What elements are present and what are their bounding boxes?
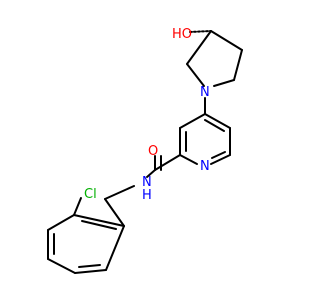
atom-label-amide-h: H bbox=[142, 188, 152, 203]
molecule-structure: HO N O N N H Cl bbox=[47, 27, 243, 274]
bond bbox=[210, 30, 243, 51]
atom-label-carbonyl-o: O bbox=[148, 144, 158, 159]
bond bbox=[213, 79, 235, 87]
bond bbox=[154, 154, 181, 171]
atom-label-hydroxyl: HO bbox=[172, 27, 192, 42]
bond bbox=[74, 269, 107, 274]
atom-label-pyridine-n: N bbox=[200, 159, 210, 174]
bond bbox=[146, 169, 156, 178]
atom-label-chlorine: Cl bbox=[84, 187, 97, 202]
bond bbox=[189, 30, 212, 33]
bond bbox=[179, 154, 198, 165]
bond-layer bbox=[47, 30, 243, 274]
bond bbox=[211, 151, 226, 159]
bond bbox=[204, 119, 225, 132]
bond bbox=[73, 214, 125, 227]
bond bbox=[78, 264, 101, 268]
bond bbox=[179, 113, 206, 129]
bond bbox=[104, 185, 135, 200]
bond bbox=[104, 198, 125, 227]
bond bbox=[210, 154, 231, 165]
bond bbox=[204, 113, 231, 129]
bond bbox=[81, 220, 117, 230]
bond bbox=[47, 214, 75, 231]
bond bbox=[186, 63, 205, 87]
atom-label-pyrrolidine-n: N bbox=[200, 85, 210, 100]
bond bbox=[47, 258, 76, 274]
bond bbox=[186, 30, 212, 65]
bond bbox=[73, 197, 82, 216]
atom-label-amide-n: N bbox=[142, 175, 152, 190]
atom-label-layer: HO N O N N H Cl bbox=[84, 27, 210, 203]
bond bbox=[105, 225, 125, 271]
bond bbox=[233, 49, 243, 81]
